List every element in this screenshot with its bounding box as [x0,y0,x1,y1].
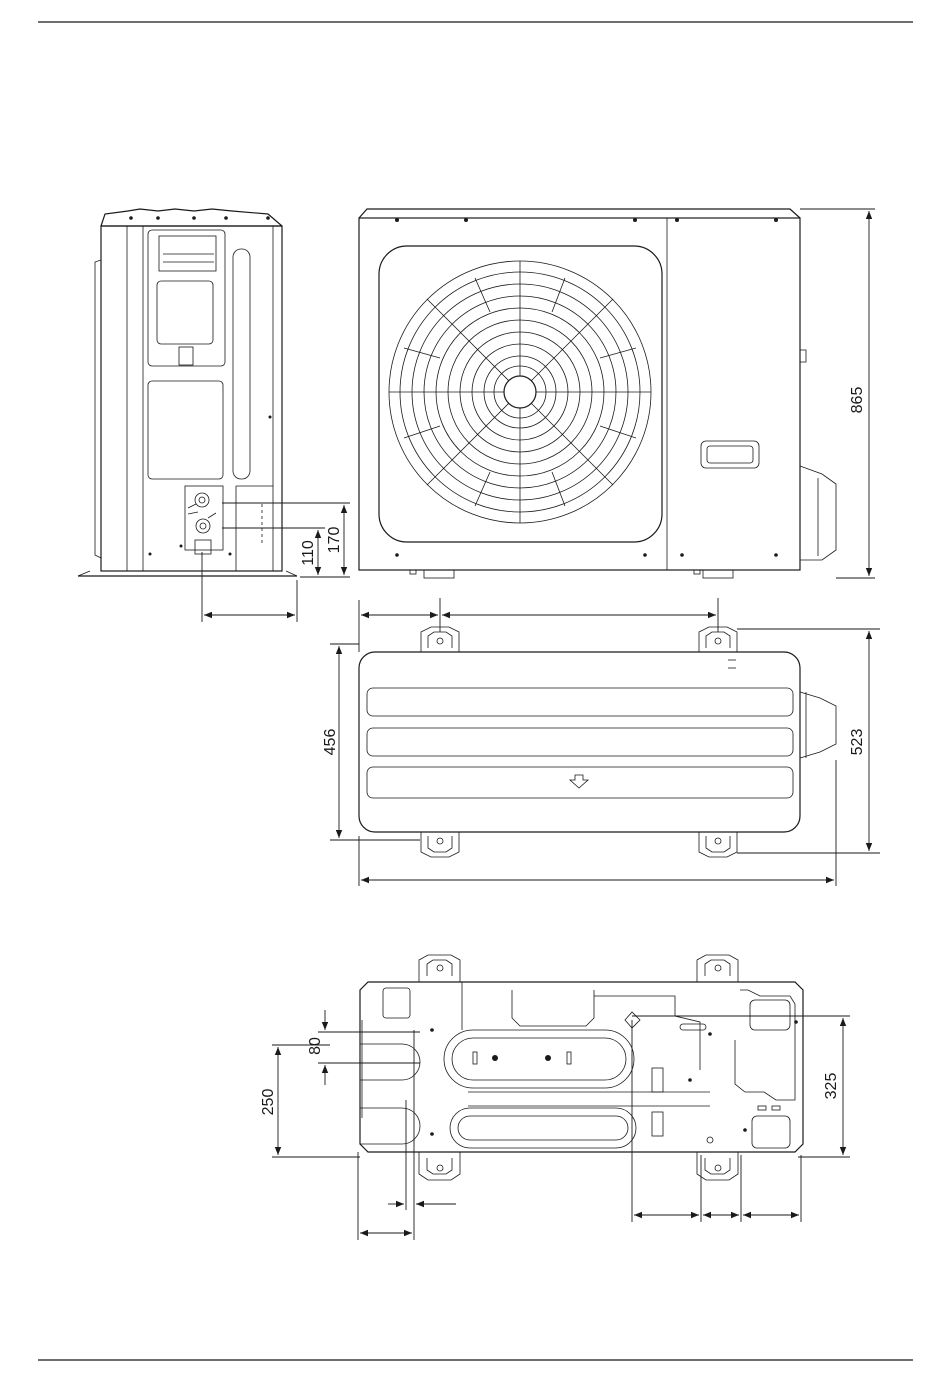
top-view [330,598,880,886]
dim-325-label: 325 [823,1073,840,1100]
base-view [272,955,850,1240]
dim-865-label: 865 [849,387,866,414]
down-arrow-icon [570,775,588,788]
dim-250-label: 250 [260,1089,277,1116]
dim-80-label: 80 [307,1037,324,1055]
front-view [359,209,875,578]
dim-170-label: 170 [326,527,343,554]
dim-456-label: 456 [322,729,339,756]
fan-grille-icon [389,261,651,523]
dim-523-label: 523 [849,729,866,756]
dim-110-label: 110 [300,540,317,566]
